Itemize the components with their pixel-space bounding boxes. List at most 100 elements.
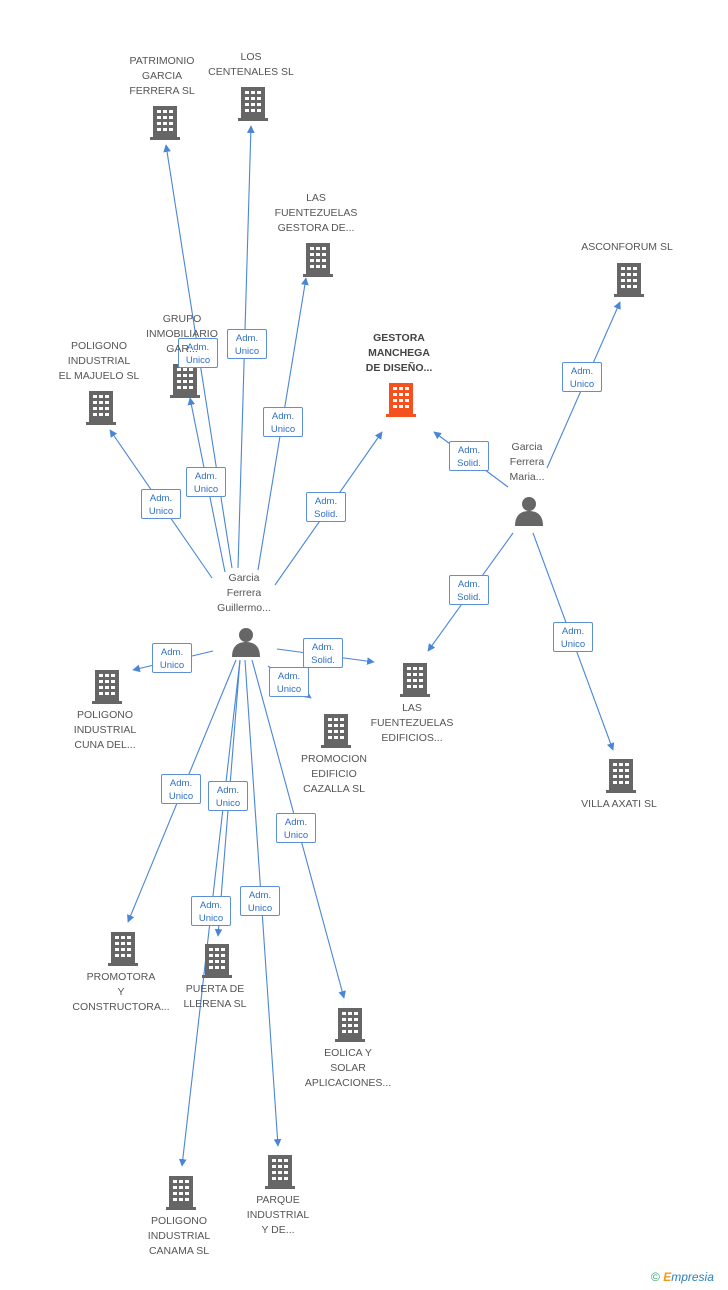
person-icon[interactable] — [232, 628, 260, 657]
edge-role-text: Unico — [560, 639, 586, 650]
building-icon[interactable] — [614, 263, 644, 297]
edge-role-text: Solid. — [314, 509, 338, 520]
node-label-line: VILLA AXATI SL — [581, 798, 657, 810]
building-icon[interactable] — [606, 759, 636, 793]
building-icon[interactable] — [166, 1176, 196, 1210]
edge-role-label[interactable]: Adm.Unico — [141, 489, 181, 519]
edge-role-label[interactable]: Adm.Unico — [562, 362, 602, 392]
building-icon[interactable] — [170, 364, 200, 398]
edge-role-text: Unico — [198, 913, 224, 924]
node-label-line: INDUSTRIAL — [73, 724, 137, 736]
building-icon[interactable] — [108, 932, 138, 966]
node-label-line: PARQUE — [256, 1194, 300, 1206]
edge-role-label[interactable]: Adm.Solid. — [303, 638, 343, 668]
edge-role-label[interactable]: Adm. Solid. — [449, 575, 489, 605]
building-icon[interactable] — [335, 1008, 365, 1042]
edge-role-text: Adm. — [284, 817, 308, 828]
building-icon[interactable] — [92, 670, 122, 704]
edge-role-text: Adm. — [457, 579, 481, 590]
edge-role-label[interactable]: Adm. Unico — [553, 622, 593, 652]
edge-role-label[interactable]: Adm. Unico — [191, 896, 231, 926]
edge-role-text: Unico — [193, 484, 219, 495]
edge-role-label[interactable]: Adm.Unico — [263, 407, 303, 437]
node-label-line: Ferrera — [226, 587, 262, 599]
edge-role-text: Adm. — [248, 890, 272, 901]
brand-initial: E — [663, 1270, 672, 1284]
edge-role-label[interactable]: Adm.Unico — [186, 467, 226, 497]
node-label-line: EOLICA Y — [324, 1047, 372, 1059]
building-icon[interactable] — [265, 1155, 295, 1189]
node-label-line: Garcia — [228, 572, 260, 584]
edge-role-text: Unico — [185, 355, 211, 366]
building-icon[interactable] — [150, 106, 180, 140]
edge-role-label[interactable]: Adm.Unico — [178, 338, 218, 368]
node-label-line: CONSTRUCTORA... — [72, 1001, 170, 1013]
edge-role-label[interactable]: Adm.Solid. — [449, 441, 489, 471]
node-label-parque-industrial[interactable]: PARQUE INDUSTRIAL Y DE... — [218, 1193, 338, 1238]
edge-role-label[interactable]: Adm.Unico — [208, 781, 248, 811]
edge-role-text: Adm. — [311, 642, 335, 653]
edge-role-label[interactable]: Adm.Unico — [152, 643, 192, 673]
node-label-line: PROMOTORA — [86, 971, 156, 983]
edge-role-label[interactable]: Adm. Solid. — [306, 492, 346, 522]
building-icon[interactable] — [86, 391, 116, 425]
building-icon[interactable] — [386, 383, 416, 417]
empresia-watermark[interactable]: © Empresia — [651, 1270, 714, 1284]
node-label-line: INDUSTRIAL — [67, 355, 131, 367]
node-label-line: Y DE... — [261, 1224, 295, 1236]
node-label-line: GESTORA DE... — [277, 222, 355, 234]
edge-role-text: Unico — [283, 830, 309, 841]
edge-role-text: Unico — [569, 379, 595, 390]
edge-role-text: Adm. — [199, 900, 223, 911]
edge-role-text: Solid. — [457, 458, 481, 469]
node-label-line: LAS — [306, 192, 326, 204]
node-label-line: Garcia — [511, 441, 543, 453]
node-label-line: Guillermo... — [217, 602, 271, 614]
building-icon[interactable] — [400, 663, 430, 697]
node-label-villa-axati[interactable]: VILLA AXATI SL — [559, 797, 679, 812]
building-icon[interactable] — [238, 87, 268, 121]
node-label-line: FERRERA SL — [129, 85, 195, 97]
node-label-line: Maria... — [509, 471, 545, 483]
edge-role-text: Adm. — [561, 626, 585, 637]
building-icon[interactable] — [321, 714, 351, 748]
node-label-line: CAZALLA SL — [303, 783, 365, 795]
edge-role-text: Unico — [270, 424, 296, 435]
building-icon[interactable] — [202, 944, 232, 978]
edge-role-text: Unico — [215, 798, 241, 809]
brand-name: mpresia — [671, 1270, 714, 1284]
building-icon[interactable] — [303, 243, 333, 277]
person-icon[interactable] — [515, 497, 543, 526]
edge-role-label[interactable]: Adm. Unico — [276, 813, 316, 843]
edge-role-label[interactable]: Adm.Unico — [227, 329, 267, 359]
node-label-line: INDUSTRIAL — [246, 1209, 310, 1221]
node-label-line: LAS — [402, 702, 422, 714]
edge-role-text: Adm. — [314, 496, 338, 507]
edge-role-text: Solid. — [457, 592, 481, 603]
edge-role-label[interactable]: Adm.Unico — [240, 886, 280, 916]
edge-role-label[interactable]: Adm.Unico — [161, 774, 201, 804]
node-label-line: PUERTA DE — [185, 983, 245, 995]
node-label-asconforum[interactable]: ASCONFORUM SL — [567, 240, 687, 255]
edge-role-text: Adm. — [160, 647, 184, 658]
node-label-line: EL MAJUELO SL — [58, 370, 140, 382]
node-label-line: MANCHEGA — [368, 347, 430, 359]
node-label-line: SOLAR — [330, 1062, 366, 1074]
edge-role-text: Unico — [168, 791, 194, 802]
edge-role-label[interactable]: Adm.Unico — [269, 667, 309, 697]
